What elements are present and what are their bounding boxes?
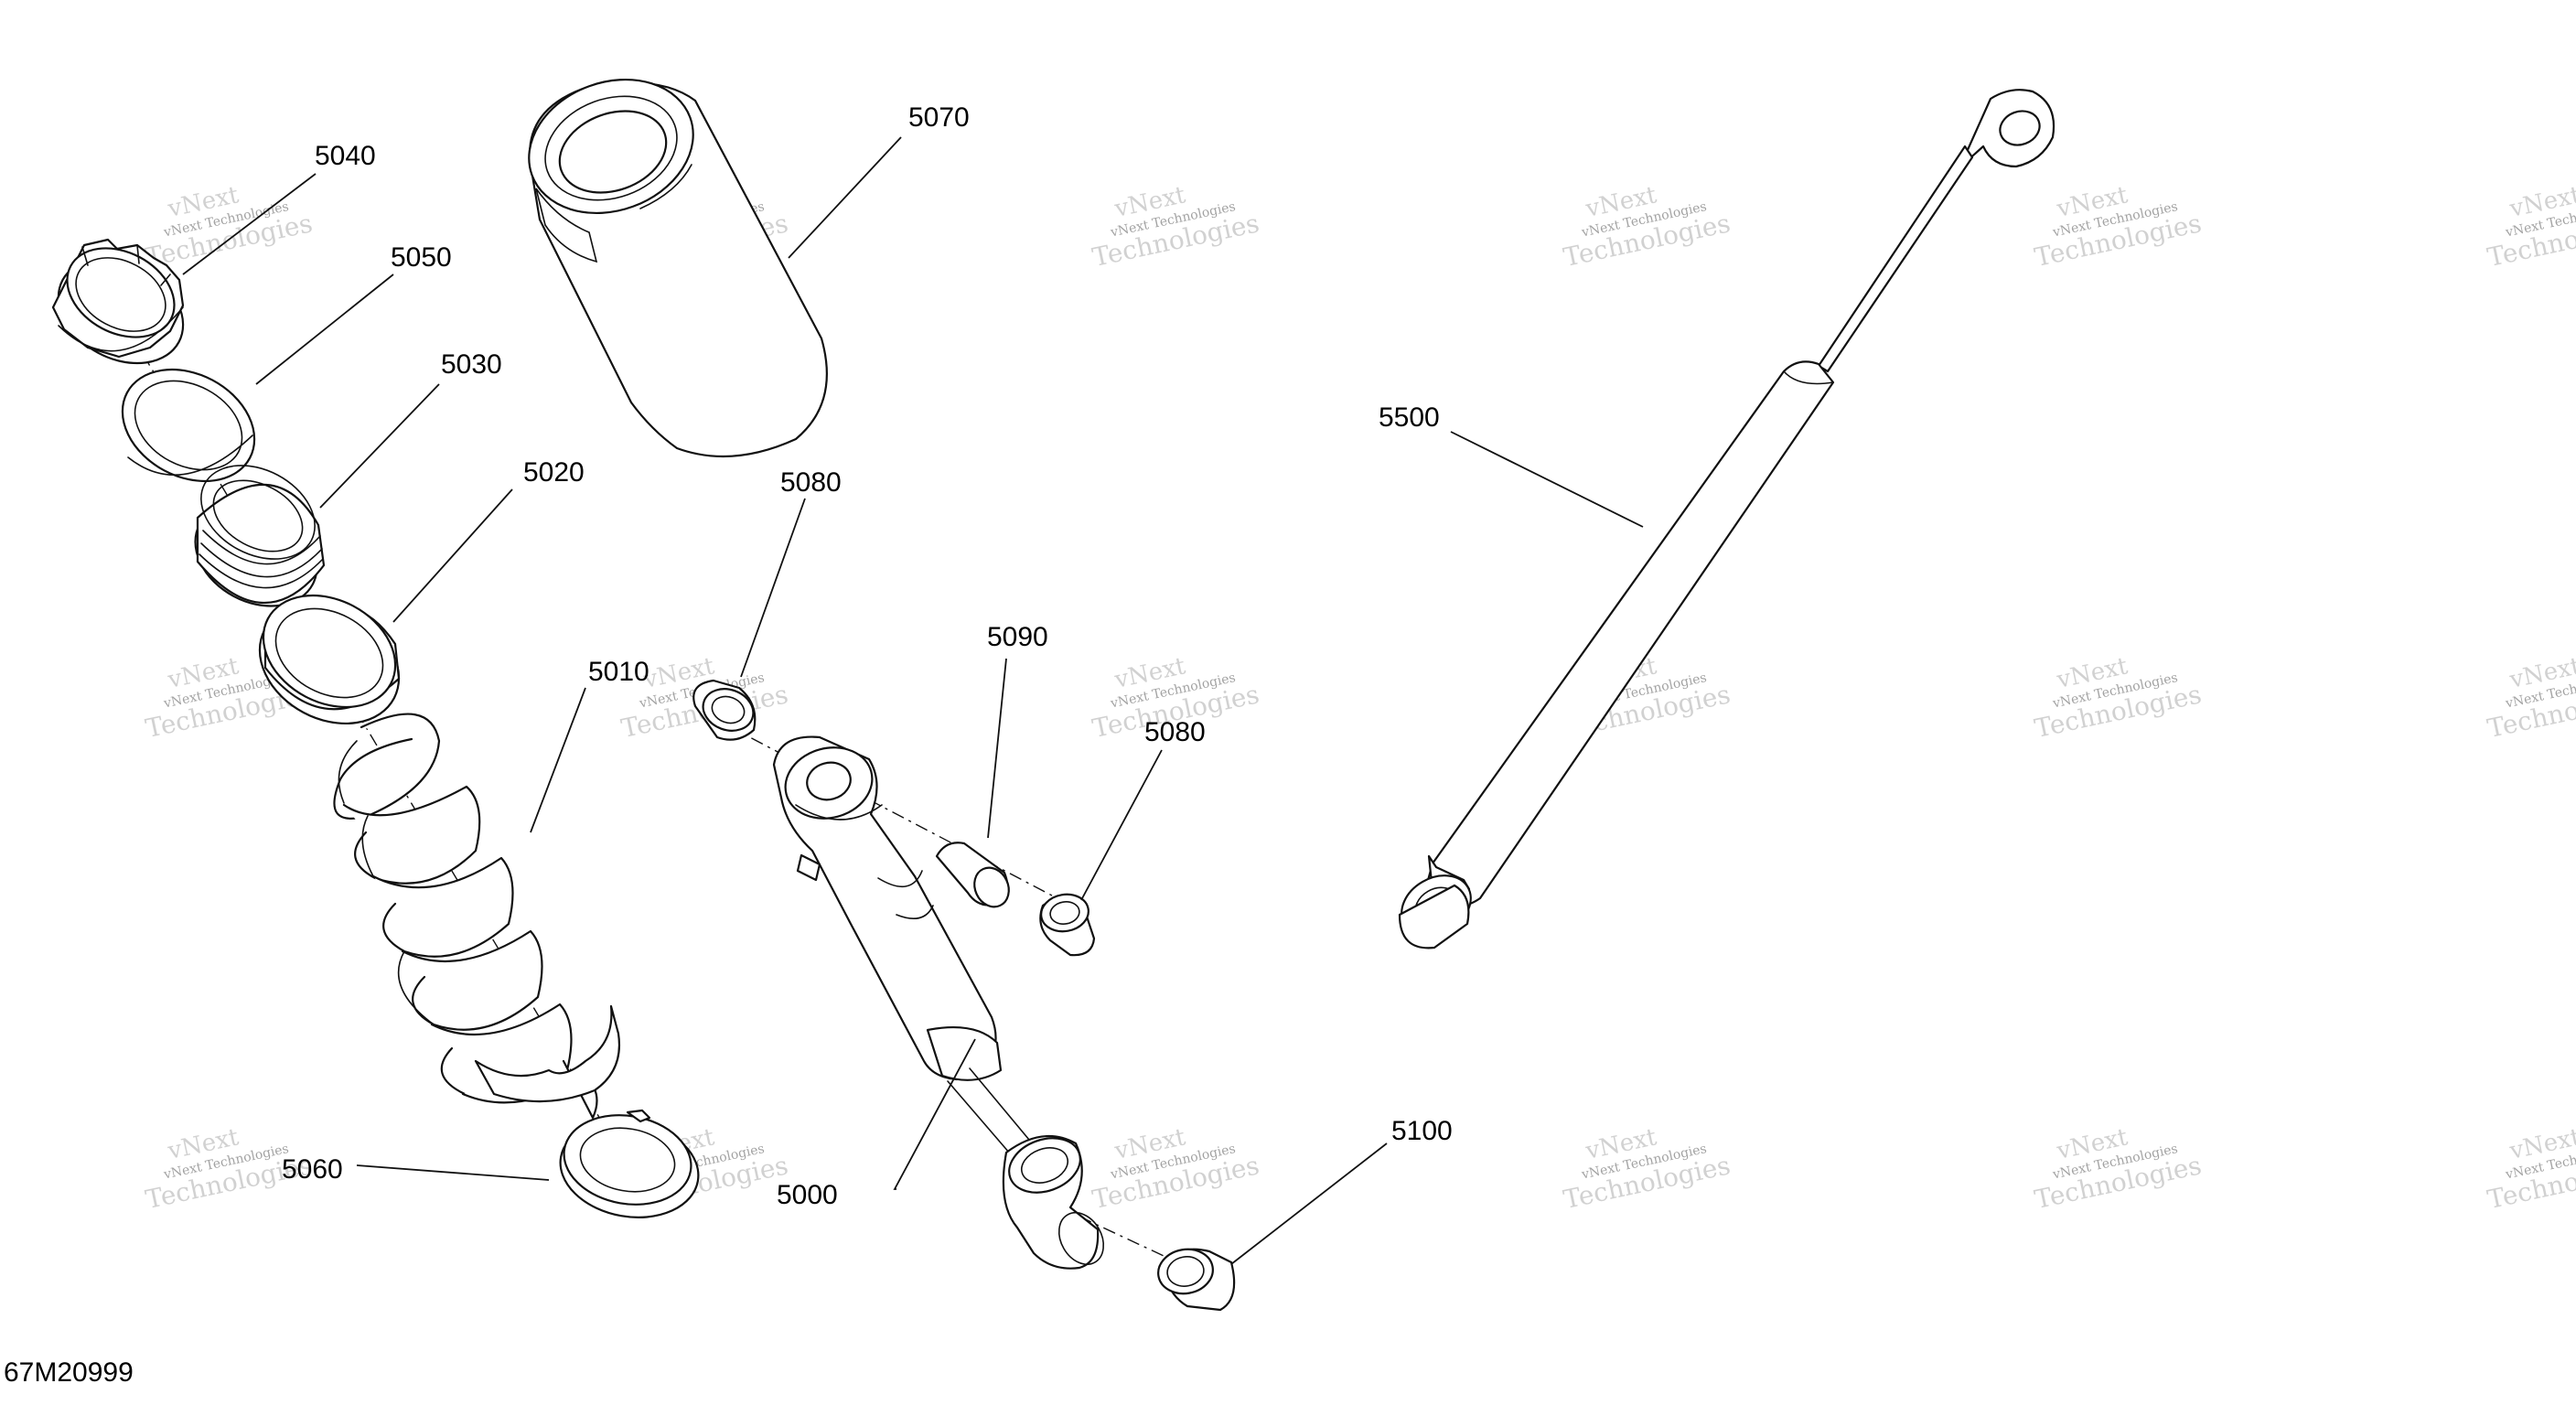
watermark-tile: vNext vNext Technologies Technologies (2032, 181, 2204, 273)
part-5080-side-bushing (1039, 893, 1096, 957)
watermark-tile: vNext vNext Technologies Technologies (1089, 181, 1261, 273)
watermark-tile: vNext vNext Technologies Technologies (2032, 1123, 2204, 1215)
part-5040-spring-retainer (51, 238, 185, 365)
part-5090-spacer-tube (935, 842, 1010, 908)
leader-5070 (788, 136, 902, 259)
leader-5050 (255, 273, 394, 385)
callout-5020: 5020 (523, 457, 585, 488)
callout-5050: 5050 (391, 242, 452, 273)
leader-5020 (392, 488, 513, 623)
upper-bushing-axis (703, 713, 1089, 916)
part-5050-washer (121, 368, 256, 483)
part-5020-ring (258, 594, 401, 725)
watermark-tile: vNext vNext Technologies Technologies (2485, 652, 2576, 744)
callout-5070: 5070 (908, 102, 970, 133)
part-5000-shock-absorber (772, 735, 1105, 1270)
watermark-tile: vNext vNext Technologies Technologies (1561, 181, 1733, 273)
part-5070-protective-boot (528, 78, 828, 458)
part-5080-upper-bushing (692, 679, 757, 741)
callout-5080-upper: 5080 (780, 467, 842, 498)
callouts: 5040 5050 5030 5020 5010 5060 5070 5080 … (282, 102, 1453, 1210)
leader-5090 (987, 658, 1007, 839)
callout-5100: 5100 (1391, 1116, 1453, 1146)
part-5100-bushing (1157, 1248, 1236, 1312)
callout-5030: 5030 (441, 349, 502, 380)
callout-5080-side: 5080 (1144, 717, 1206, 747)
callout-5010: 5010 (588, 657, 649, 687)
callout-5500: 5500 (1379, 402, 1440, 433)
watermark-tile: vNext vNext Technologies Technologies (2485, 181, 2576, 273)
part-5010-coil-spring (333, 713, 620, 1120)
leader-5100 (1230, 1142, 1388, 1265)
drawing-number: 67M20999 (4, 1357, 134, 1388)
leader-5040 (182, 173, 317, 275)
watermark-tile: vNext vNext Technologies Technologies (143, 181, 315, 273)
watermark-tile: vNext vNext Technologies Technologies (1561, 1123, 1733, 1215)
part-5500-shock-assembly (1398, 89, 2055, 949)
callout-5040: 5040 (315, 141, 376, 171)
part-5030-spring-seat (194, 465, 326, 607)
leader-5080-side (1080, 749, 1163, 901)
leader-5000 (893, 1038, 976, 1190)
leader-5500 (1450, 431, 1644, 528)
watermark-tile: vNext vNext Technologies Technologies (2032, 652, 2204, 744)
leader-5010 (530, 687, 586, 833)
callout-5090: 5090 (987, 622, 1048, 652)
leader-5030 (319, 383, 440, 509)
leader-lines (182, 136, 1644, 1265)
leader-5060 (356, 1164, 550, 1181)
callout-5060: 5060 (282, 1154, 343, 1185)
callout-5000: 5000 (777, 1180, 838, 1210)
leader-5080-upper (740, 498, 806, 678)
part-5060-split-retainer (559, 1109, 700, 1218)
watermark-tile: vNext vNext Technologies Technologies (1089, 1123, 1261, 1215)
watermark-tile: vNext vNext Technologies Technologies (2485, 1123, 2576, 1215)
